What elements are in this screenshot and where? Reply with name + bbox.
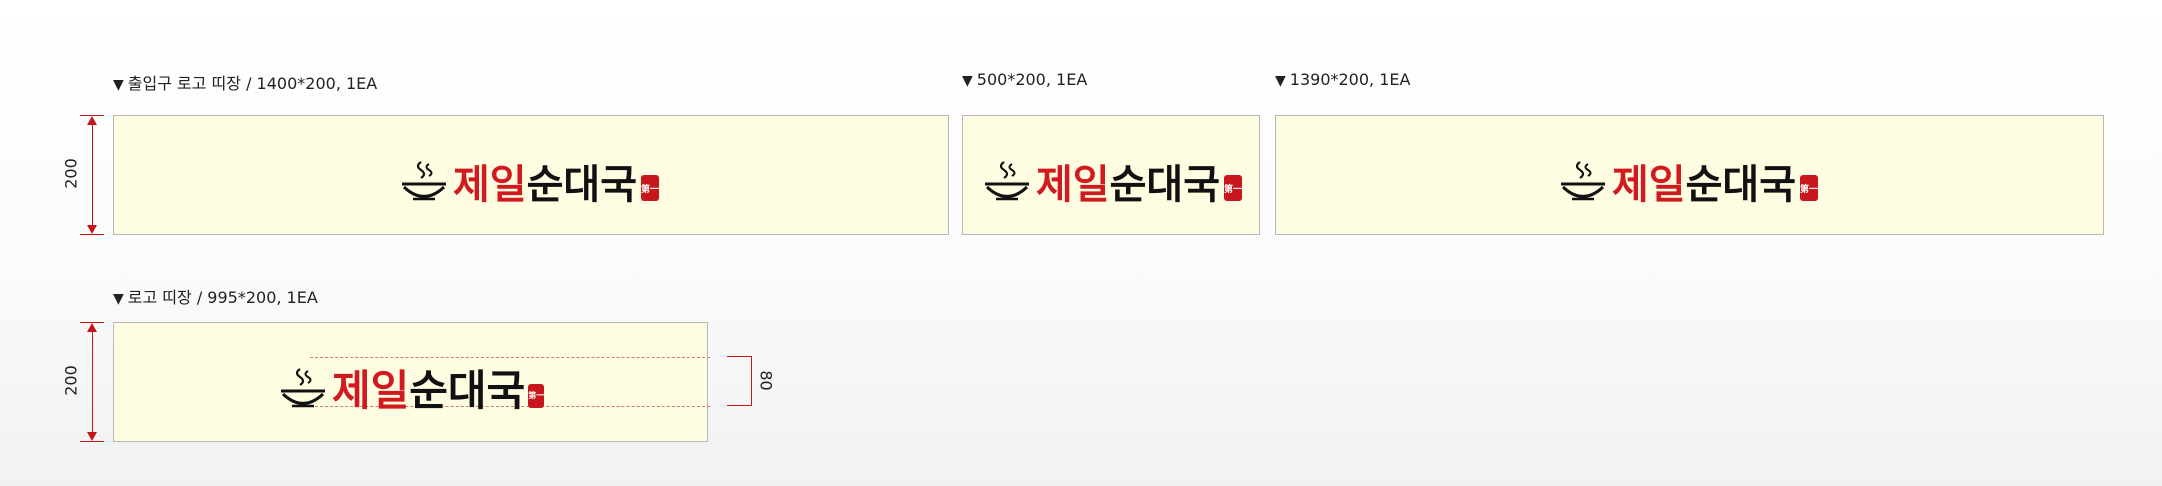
label-wide: ▼1390*200, 1EA: [1275, 70, 1410, 89]
logo-red-text: 제일: [332, 366, 410, 415]
label-logo-band-text: 로고 띠장 / 995*200, 1EA: [127, 288, 318, 307]
label-small-text: 500*200, 1EA: [976, 70, 1088, 89]
bracket-line: [751, 356, 752, 406]
dim-tick-bottom-1: [80, 234, 104, 235]
logo-red-text: 제일: [1612, 162, 1686, 208]
seal-icon: 第一: [528, 383, 545, 408]
label-wide-text: 1390*200, 1EA: [1289, 70, 1411, 89]
bowl-icon: [1561, 161, 1605, 201]
logo-red-text: 제일: [453, 162, 527, 208]
logo-black-text: 순대국: [526, 162, 638, 208]
marker-icon: ▼: [1275, 73, 1286, 89]
guide-line-top: [310, 357, 710, 358]
seal-icon: 第一: [1800, 175, 1818, 201]
logo-black-text: 순대국: [1685, 162, 1797, 208]
dim-logo-height: 80: [756, 370, 776, 391]
label-entrance-text: 출입구 로고 띠장 / 1400*200, 1EA: [127, 74, 378, 93]
bracket-tick-top: [727, 356, 752, 357]
marker-icon: ▼: [113, 291, 124, 307]
dim-height-top: 200: [61, 158, 81, 189]
logo-black-text: 순대국: [409, 366, 526, 415]
logo-black-text: 순대국: [1109, 162, 1221, 208]
dim-tick-top-2: [80, 322, 104, 323]
bracket-tick-bottom: [727, 405, 752, 406]
marker-icon: ▼: [113, 77, 124, 93]
arrow-down-icon: [87, 225, 97, 234]
guide-line-bottom: [310, 406, 710, 407]
dim-tick-top-1: [80, 115, 104, 116]
dim-height-bottom: 200: [61, 365, 81, 396]
bowl-icon: [281, 367, 325, 407]
seal-icon: 第一: [1224, 175, 1242, 201]
label-entrance: ▼출입구 로고 띠장 / 1400*200, 1EA: [113, 70, 377, 94]
arrow-up-icon: [87, 116, 97, 125]
dim-tick-bottom-2: [80, 441, 104, 442]
seal-icon: 第一: [641, 175, 659, 201]
bowl-icon: [402, 161, 446, 201]
dim-line-top: [92, 118, 93, 232]
arrow-up-icon: [87, 323, 97, 332]
label-logo-band: ▼로고 띠장 / 995*200, 1EA: [113, 284, 318, 308]
bowl-icon: [985, 161, 1029, 201]
logo-red-text: 제일: [1036, 162, 1110, 208]
arrow-down-icon: [87, 432, 97, 441]
marker-icon: ▼: [962, 73, 973, 89]
label-small: ▼500*200, 1EA: [962, 70, 1087, 89]
dim-line-bottom: [92, 325, 93, 439]
